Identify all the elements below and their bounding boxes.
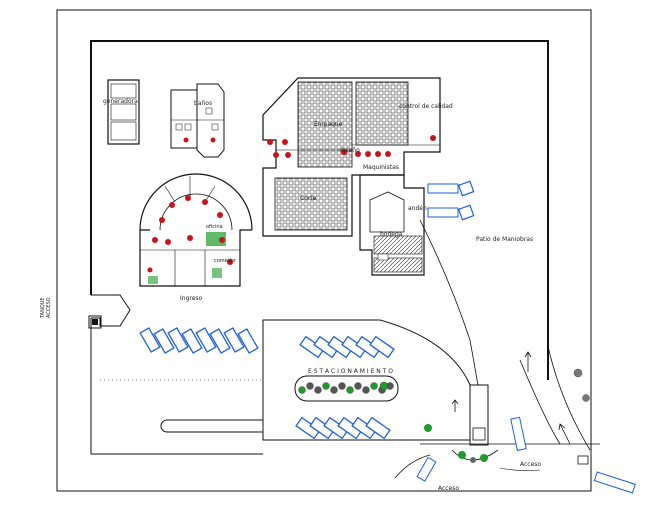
anden-label: andén — [408, 205, 427, 212]
site-trees — [573, 368, 590, 402]
fence-wall — [90, 40, 549, 380]
tree-icon — [346, 386, 354, 394]
tree-icon — [338, 382, 346, 390]
factory-building — [262, 77, 441, 237]
tree-icon — [370, 382, 378, 390]
tree-icon — [330, 386, 338, 394]
entrance-planter — [424, 424, 499, 463]
outer-boundary — [56, 9, 592, 492]
corte-label: Corte — [300, 195, 317, 202]
tree-icon — [298, 386, 306, 394]
acceso-bottom-label: Acceso — [438, 485, 459, 492]
empaque-label: Empaque — [314, 121, 343, 128]
left-parking-row — [139, 327, 259, 354]
blue-car-icon — [153, 328, 175, 354]
office-label: oficina — [206, 224, 223, 230]
banos-label: baños — [194, 100, 212, 107]
parking-lot — [262, 319, 471, 441]
tree-icon — [354, 382, 362, 390]
trucks — [416, 180, 636, 494]
blue-car-icon — [365, 416, 391, 440]
blue-car-icon — [369, 335, 395, 359]
admin-building — [139, 173, 253, 287]
generadora-building — [107, 79, 140, 145]
blue-car-icon — [139, 327, 161, 353]
fence-wall-lower — [90, 318, 263, 455]
diseno-label: diseño — [340, 147, 360, 154]
left-label-top: TANQUE — [40, 297, 46, 319]
acceso-right-label: Acceso — [520, 461, 541, 468]
left-label-bottom: ACCESO — [46, 297, 52, 318]
generadora-label: generadora — [103, 98, 138, 105]
bodega-building — [359, 174, 425, 276]
comedor-label: comedor — [214, 258, 237, 264]
tree-icon — [582, 394, 590, 402]
access-road — [394, 219, 600, 479]
blue-car-icon — [195, 327, 217, 353]
garden-trees — [298, 381, 394, 394]
tree-icon — [314, 386, 322, 394]
blue-car-icon — [209, 328, 231, 354]
tree-icon — [322, 382, 330, 390]
tree-icon — [306, 382, 314, 390]
blue-car-icon — [181, 328, 203, 354]
control-calidad-label: control de calidad — [399, 103, 453, 110]
maquinistas-label: Maquinistas — [363, 164, 399, 171]
blue-car-icon — [167, 327, 189, 353]
banos-building — [170, 83, 225, 158]
estacionamiento-label: E S T A C I O N A M I E N T O — [308, 368, 393, 375]
patio-label: Patio de Maniobras — [476, 236, 533, 243]
blue-car-icon — [223, 327, 245, 353]
bodega-label: bodega — [380, 231, 403, 238]
ingreso-label: Ingreso — [180, 295, 203, 302]
gate — [88, 294, 131, 329]
tree-icon — [362, 386, 370, 394]
parking-cars — [295, 335, 395, 440]
tree-icon — [379, 381, 389, 391]
blue-car-icon — [237, 328, 259, 354]
arrow-icons — [451, 351, 571, 445]
tree-icon — [573, 368, 583, 378]
